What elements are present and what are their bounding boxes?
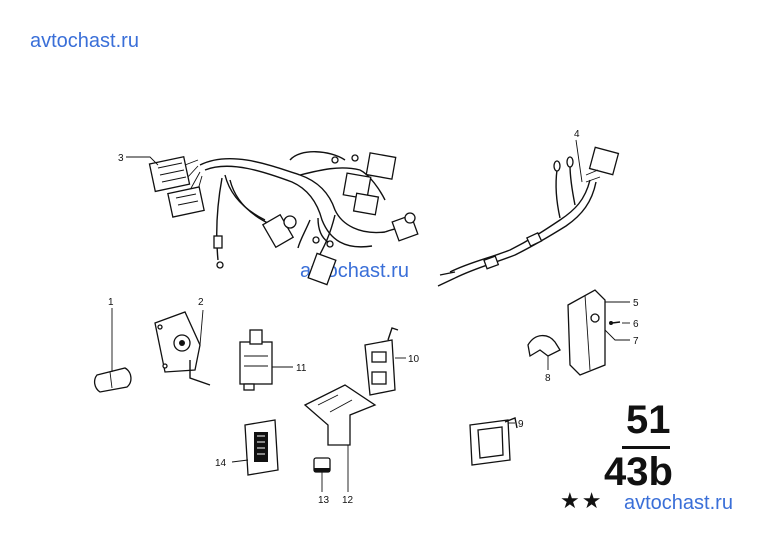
part-label-13: 13 bbox=[318, 495, 330, 506]
part-label-8: 8 bbox=[545, 373, 551, 384]
part-5 bbox=[567, 289, 606, 376]
part-label-5: 5 bbox=[633, 298, 639, 309]
wiring-harness-main bbox=[148, 151, 419, 286]
watermark-top-left: avtochast.ru bbox=[30, 30, 139, 52]
part-label-1: 1 bbox=[108, 297, 114, 308]
watermark-bottom-right: avtochast.ru bbox=[624, 492, 733, 514]
part-13 bbox=[313, 457, 331, 473]
part-12 bbox=[303, 384, 377, 446]
part-label-9: 9 bbox=[518, 419, 524, 430]
part-11 bbox=[239, 329, 273, 391]
rating-stars: ★★ bbox=[560, 488, 604, 513]
part-label-11: 11 bbox=[296, 363, 307, 374]
part-label-2: 2 bbox=[198, 297, 204, 308]
part-14 bbox=[244, 419, 279, 476]
leader-lines bbox=[111, 139, 630, 492]
part-label-4: 4 bbox=[574, 129, 580, 140]
group-number-top: 51 bbox=[626, 398, 671, 442]
wiring-harness-secondary bbox=[437, 146, 620, 287]
part-label-7: 7 bbox=[633, 336, 639, 347]
part-label-10: 10 bbox=[408, 354, 420, 365]
part-10 bbox=[364, 327, 399, 396]
group-number-divider bbox=[622, 446, 670, 449]
part-labels: 1 2 3 4 5 6 7 8 9 10 11 12 13 14 bbox=[108, 129, 639, 506]
part-label-12: 12 bbox=[342, 495, 354, 506]
part-label-6: 6 bbox=[633, 319, 639, 330]
part-2 bbox=[154, 311, 211, 386]
part-1 bbox=[93, 367, 132, 393]
part-label-3: 3 bbox=[118, 153, 124, 164]
part-9 bbox=[469, 417, 518, 466]
part-8 bbox=[527, 334, 561, 358]
group-number-bottom: 43b bbox=[604, 450, 673, 494]
part-label-14: 14 bbox=[215, 458, 227, 469]
part-6 bbox=[609, 321, 621, 325]
